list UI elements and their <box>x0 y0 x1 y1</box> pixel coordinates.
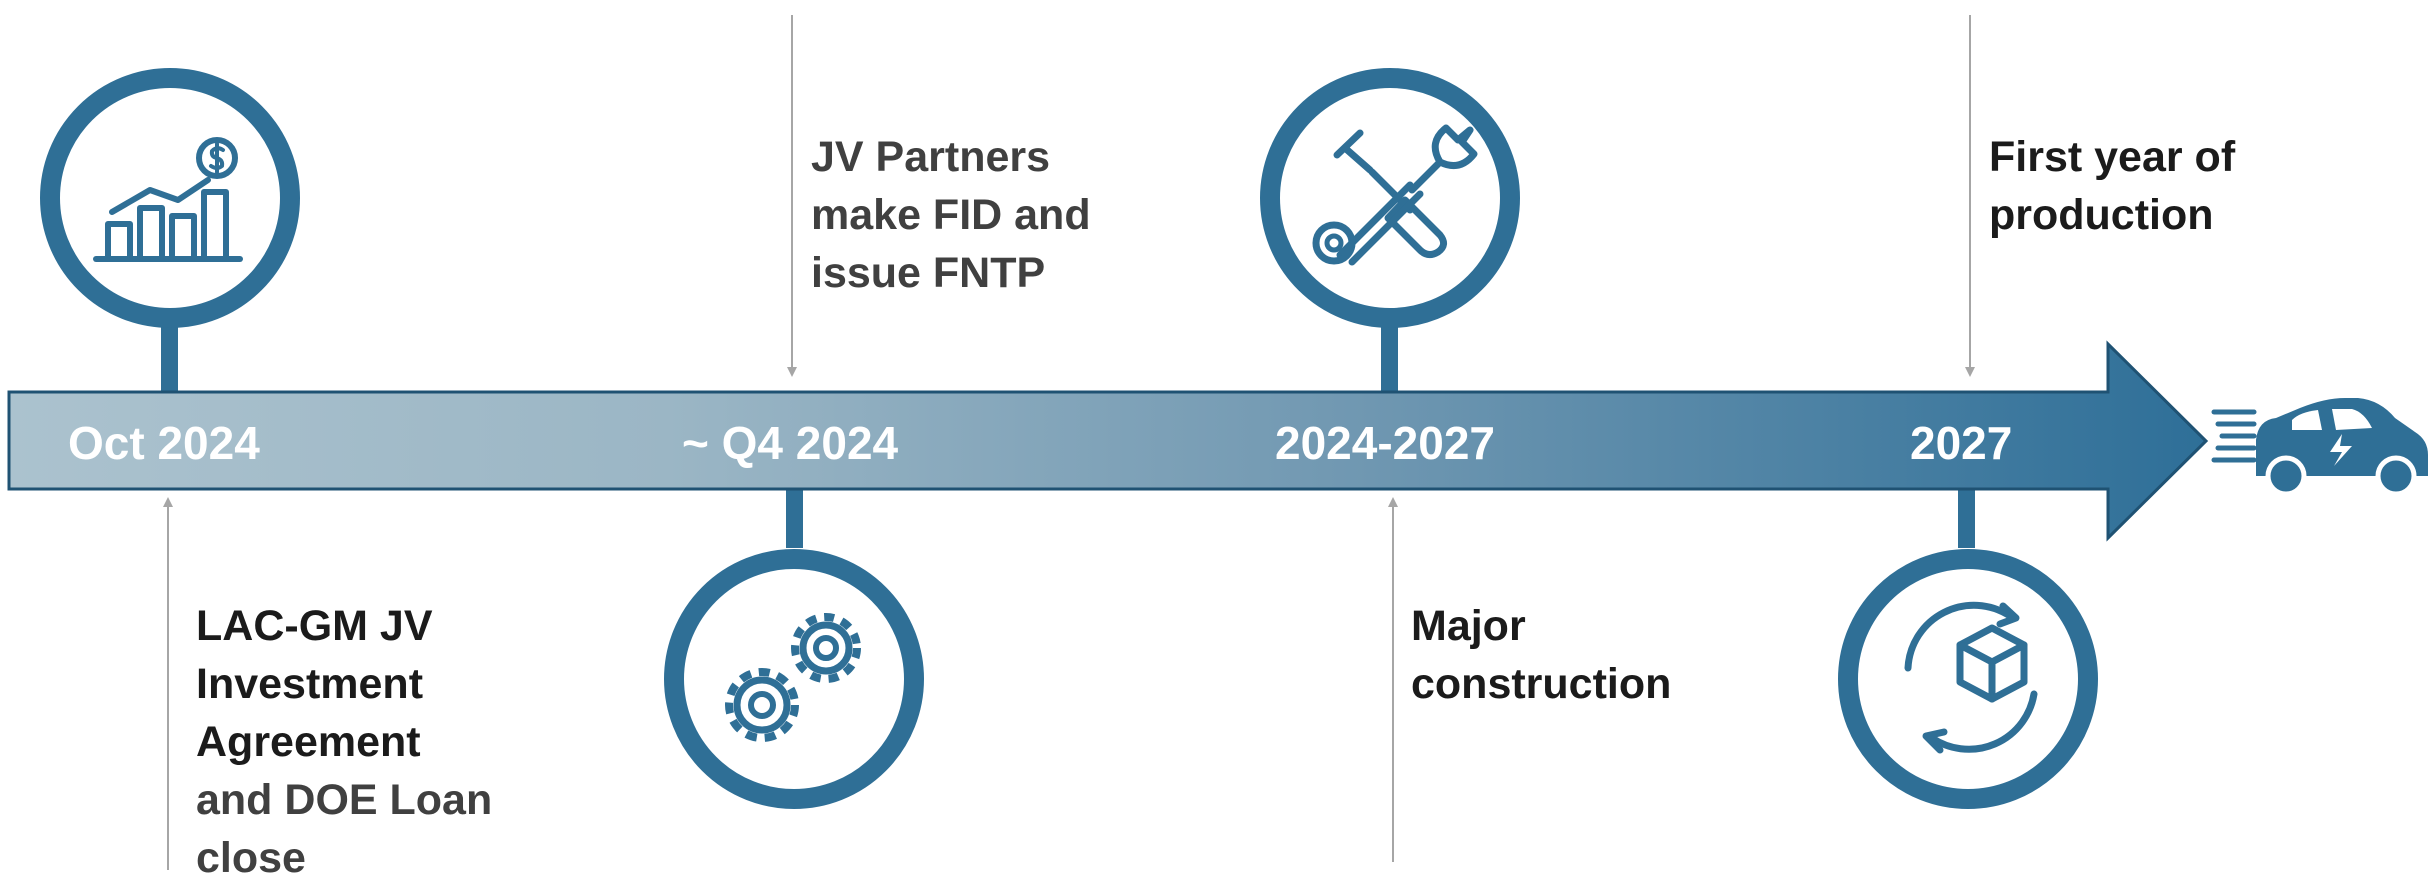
date-label-oct-2024: Oct 2024 <box>68 417 260 469</box>
caption-2024-2027: Major construction <box>1411 597 1671 713</box>
wrench-screwdriver-icon <box>1312 124 1478 266</box>
caption-line: construction <box>1411 660 1672 708</box>
caption-line: Investment <box>196 660 424 708</box>
electric-car-icon <box>2211 398 2428 497</box>
caption-line: close <box>196 834 306 882</box>
stem-q4-2024 <box>786 488 803 548</box>
milestone-circle-2027 <box>1838 549 2098 809</box>
caption-line: First year of <box>1989 133 2236 181</box>
stem-2024-2027 <box>1381 318 1398 393</box>
stem-2027 <box>1958 488 1975 548</box>
milestone-circle-2024-2027 <box>1260 68 1520 328</box>
caption-line: LAC-GM JV <box>196 602 433 650</box>
stem-oct-2024 <box>161 318 178 393</box>
caption-line: issue FNTP <box>811 249 1046 297</box>
gears-icon <box>725 613 861 742</box>
caption-line: Major <box>1411 602 1526 650</box>
date-label-2027: 2027 <box>1910 417 2012 469</box>
revenue-chart-icon <box>93 137 243 262</box>
box-cycle-icon <box>1904 601 2038 754</box>
caption-q4-2024: JV Partners make FID and issue FNTP <box>811 128 1091 302</box>
caption-line: and DOE Loan <box>196 776 493 824</box>
date-label-2024-2027: 2024-2027 <box>1275 417 1495 469</box>
caption-line: make FID and <box>811 191 1091 239</box>
caption-line: JV Partners <box>811 133 1051 181</box>
caption-line: Agreement <box>196 718 421 766</box>
caption-2027: First year of production <box>1989 128 2235 244</box>
milestone-circle-q4-2024 <box>664 549 924 809</box>
caption-oct-2024: LAC-GM JV Investment Agreement and DOE L… <box>196 597 492 887</box>
caption-line: production <box>1989 191 2214 239</box>
timeline-arrow <box>7 340 2209 542</box>
date-label-q4-2024: ~ Q4 2024 <box>682 417 899 469</box>
